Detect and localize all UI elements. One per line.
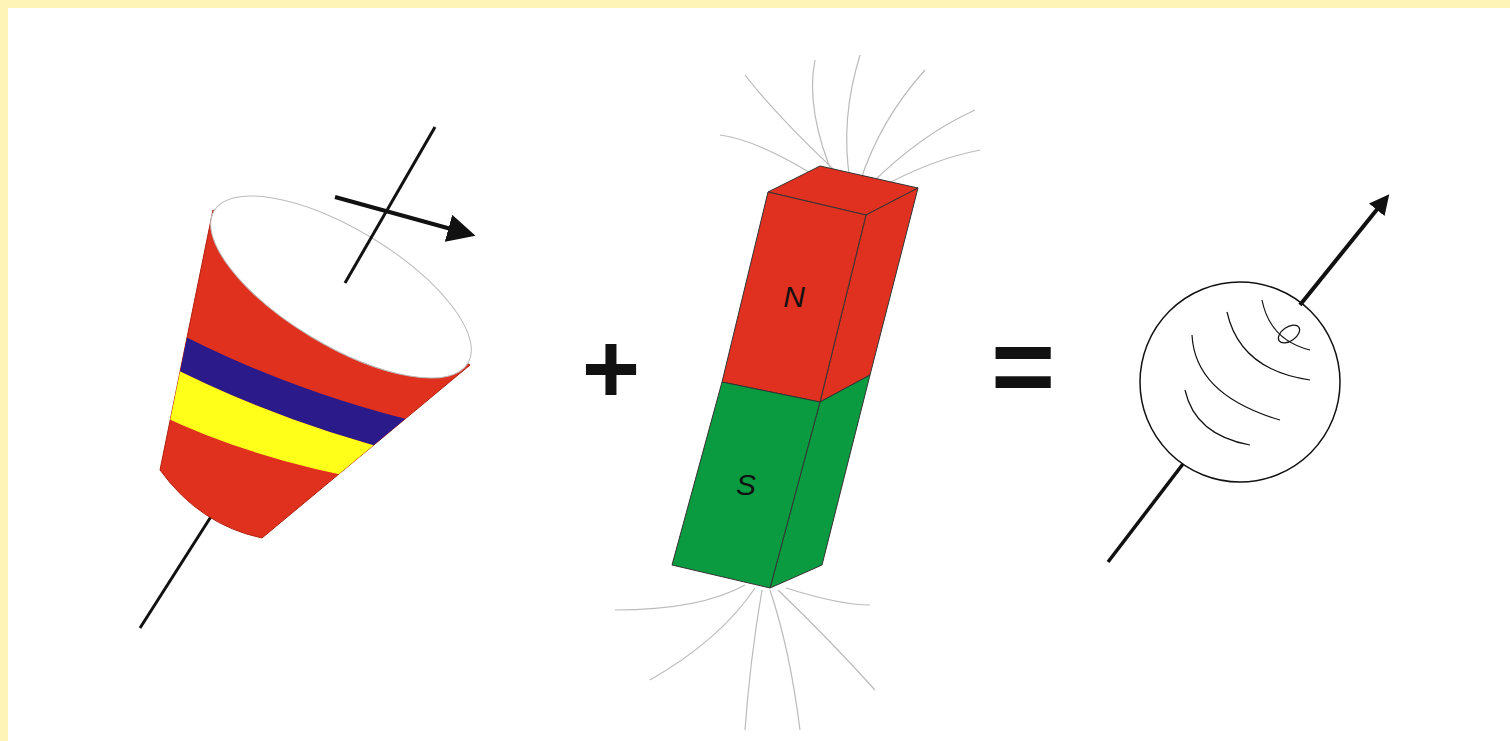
spin-sphere: [1108, 202, 1383, 562]
pole-face-shape: [722, 192, 866, 402]
operator-symbol: +: [582, 318, 640, 418]
field-lines: [615, 55, 980, 730]
spinning-cone: [140, 127, 498, 628]
pole-letter: N: [783, 282, 805, 312]
operator-symbol: =: [991, 311, 1055, 421]
pole-letter: S: [736, 470, 756, 500]
pole-face-shape: [672, 382, 820, 588]
magnet-pole: N: [722, 192, 866, 402]
magnet-pole: S: [672, 382, 820, 588]
